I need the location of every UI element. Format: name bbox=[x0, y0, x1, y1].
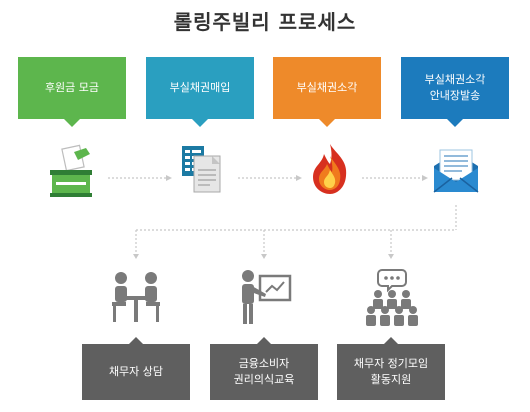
service-label-education: 금융소비자 권리의식교육 bbox=[233, 357, 295, 386]
service-box-group-support: 채무자 정기모임 활동지원 bbox=[337, 337, 445, 400]
service-box-consultation: 채무자 상담 bbox=[82, 337, 190, 400]
documents-icon bbox=[182, 146, 221, 193]
step-label-debt-burning: 부실채권소각 bbox=[296, 81, 358, 94]
consultation-icon bbox=[112, 272, 160, 322]
service-label-group-support: 채무자 정기모임 활동지원 bbox=[353, 357, 429, 386]
flame-icon bbox=[313, 144, 347, 194]
envelope-icon bbox=[433, 149, 479, 193]
group-meeting-icon bbox=[366, 269, 418, 326]
step-box-debt-burning: 부실채권소각 bbox=[273, 57, 381, 127]
diagram-title: 롤링주빌리 프로세스 bbox=[173, 10, 357, 34]
service-box-education: 금융소비자 권리의식교육 bbox=[210, 337, 318, 400]
donation-box-icon bbox=[50, 144, 92, 197]
step-box-fundraising: 후원금 모금 bbox=[18, 57, 126, 127]
service-label-consultation: 채무자 상담 bbox=[108, 365, 164, 378]
step-box-debt-purchase: 부실채권매입 bbox=[146, 57, 254, 127]
step-label-fundraising: 후원금 모금 bbox=[44, 81, 100, 94]
step-label-debt-purchase: 부실채권매입 bbox=[169, 81, 231, 94]
step-label-notice-mailing: 부실채권소각 안내장발송 bbox=[424, 73, 486, 102]
step-box-notice-mailing: 부실채권소각 안내장발송 bbox=[401, 57, 509, 127]
teaching-icon bbox=[242, 270, 292, 324]
